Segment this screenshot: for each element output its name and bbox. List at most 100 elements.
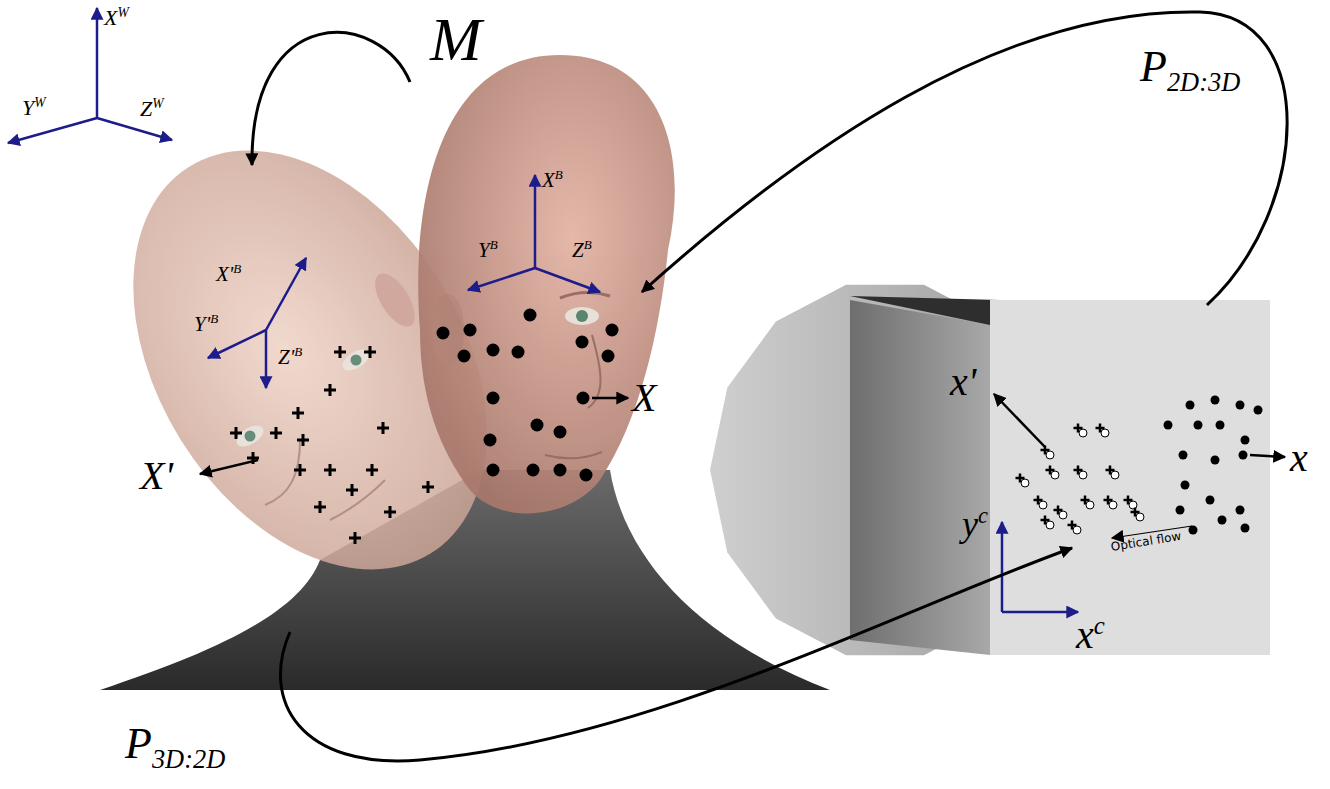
base-symbol: Z — [140, 96, 152, 121]
mouth — [545, 452, 602, 458]
base-symbol: X — [104, 5, 117, 30]
iris — [576, 310, 588, 322]
image-point — [1211, 396, 1220, 405]
image-point — [1206, 496, 1215, 505]
base-symbol: Z' — [278, 345, 294, 369]
feature-point — [606, 324, 619, 337]
tracked-point — [1086, 501, 1094, 509]
iris — [351, 355, 362, 366]
tracked-point — [1079, 429, 1087, 437]
axis-arrow — [96, 8, 99, 118]
tracked-point — [1046, 451, 1054, 459]
backprojection-arrow — [642, 12, 1287, 305]
superscript: W — [117, 5, 128, 20]
subscript: 3D:2D — [152, 744, 225, 774]
base-symbol: P — [125, 719, 152, 768]
projection-arrow — [280, 548, 1072, 761]
superscript: B — [584, 237, 592, 252]
feature-point — [576, 336, 589, 349]
projected-point — [324, 384, 336, 396]
projected-point — [366, 464, 378, 476]
leader-arrow — [200, 460, 258, 474]
feature-point — [602, 350, 615, 363]
symbol-label: P3D:2D — [125, 722, 225, 772]
front-head — [418, 55, 675, 513]
superscript: c — [978, 503, 988, 528]
superscript: B — [490, 237, 498, 252]
image-point — [1176, 506, 1185, 515]
projected-point — [346, 484, 358, 496]
projected-point — [292, 407, 304, 419]
head-shape — [418, 55, 675, 513]
base-symbol: Y' — [194, 312, 210, 336]
axis-arrow — [265, 330, 268, 388]
projected-point — [294, 464, 306, 476]
projected-point — [1081, 496, 1090, 505]
symbol-label: X' — [140, 456, 173, 496]
symbol-label: xc — [1076, 614, 1105, 655]
tracked-point — [1059, 511, 1067, 519]
projected-point — [1046, 466, 1055, 475]
axis-label: YW — [22, 96, 46, 119]
eye — [565, 307, 599, 325]
projected-point — [377, 422, 389, 434]
base-symbol: Z — [572, 238, 584, 262]
projected-point — [230, 427, 242, 439]
projected-point — [297, 434, 309, 446]
axis-arrow — [8, 118, 97, 143]
tracked-point — [1136, 513, 1144, 521]
projected-point — [1106, 466, 1115, 475]
superscript: c — [1094, 612, 1105, 639]
image-point — [1179, 451, 1188, 460]
camera-side — [850, 300, 990, 655]
feature-point — [531, 419, 544, 432]
axis-arrow — [266, 258, 306, 330]
tracked-point — [1039, 501, 1047, 509]
base-symbol: X — [542, 168, 555, 192]
projected-point — [422, 481, 434, 493]
axis-arrow — [534, 175, 537, 268]
base-symbol: x — [1076, 612, 1094, 657]
image-point — [1211, 456, 1220, 465]
projected-point — [1104, 496, 1113, 505]
projected-point — [334, 346, 346, 358]
feature-point — [458, 350, 471, 363]
eye — [233, 421, 267, 450]
axis-label: YB — [478, 238, 498, 261]
superscript: B — [210, 311, 218, 326]
image-point — [1181, 481, 1190, 490]
superscript: W — [34, 95, 45, 110]
projected-point — [1054, 506, 1063, 515]
image-point — [1239, 451, 1248, 460]
axis-label: Y'B — [194, 312, 218, 335]
feature-point — [487, 392, 500, 405]
symbol-label: M — [430, 8, 482, 70]
iris — [245, 431, 256, 442]
superscript: B — [555, 167, 563, 182]
subscript: 2D:3D — [1167, 67, 1240, 97]
leader-arrow — [1250, 455, 1285, 457]
eye — [339, 345, 373, 374]
leader-arrow — [592, 397, 628, 400]
leader-arrow — [994, 394, 1045, 447]
tracked-point — [1046, 521, 1054, 529]
feature-point — [580, 469, 593, 482]
projected-point — [364, 346, 376, 358]
feature-point — [524, 309, 537, 322]
tracked-point — [1111, 471, 1119, 479]
feature-point — [487, 344, 500, 357]
tracked-point — [1051, 471, 1059, 479]
projected-point — [1041, 516, 1050, 525]
projected-point — [1131, 508, 1140, 517]
axis-arrow — [468, 268, 535, 290]
axis-arrow — [97, 118, 172, 140]
feature-point — [437, 327, 450, 340]
projected-point — [1068, 521, 1077, 530]
image-point — [1218, 516, 1227, 525]
axis-arrow — [1002, 611, 1078, 614]
symbol-label: x — [1290, 438, 1308, 478]
axis-label: X'B — [216, 262, 241, 285]
base-symbol: P — [1140, 42, 1167, 91]
projected-point — [349, 532, 361, 544]
feature-point — [487, 464, 500, 477]
